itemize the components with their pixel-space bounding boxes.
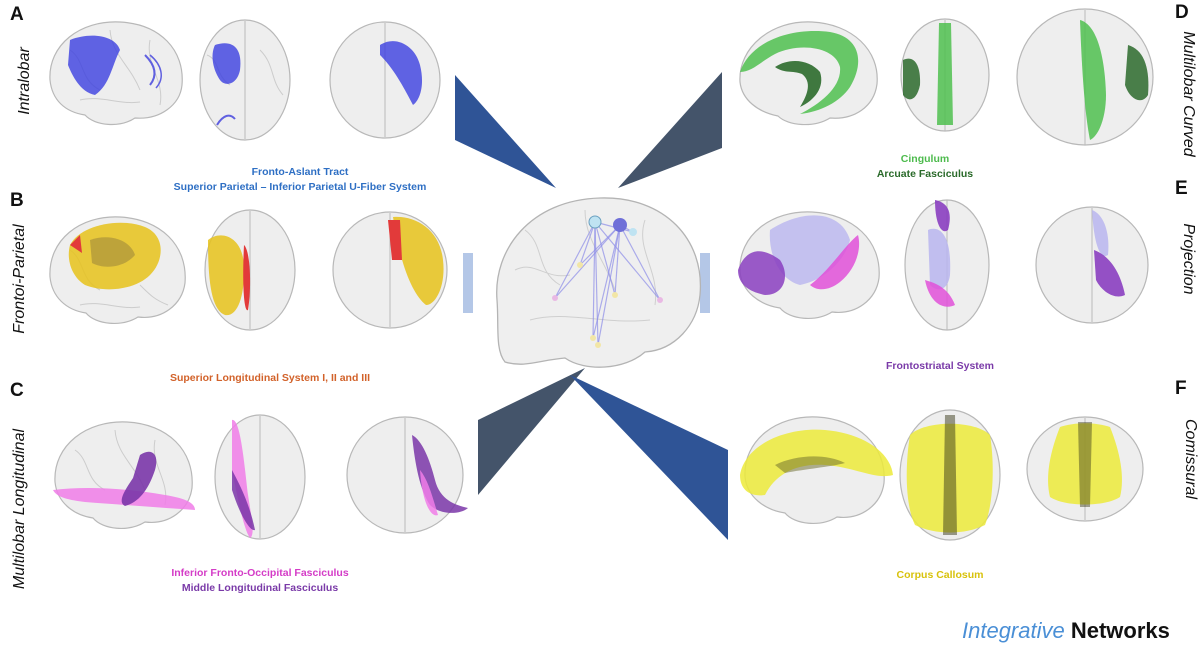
integrative-networks-title: Integrative Networks (962, 618, 1170, 644)
center-node-hub-2 (613, 218, 627, 232)
panel-f-label: Comissural (1182, 418, 1199, 499)
panel-a-dorsal-brain (199, 19, 291, 141)
panel-e-lateral-brain (738, 211, 880, 319)
center-connection-line (554, 221, 596, 299)
panel-e-frontal-brain (1035, 206, 1149, 324)
panel-c-lateral-brain (53, 421, 195, 529)
panel-b-caption-1: Superior Longitudinal System I, II and I… (169, 372, 371, 384)
panel-b-dorsal-brain (204, 209, 296, 331)
panel-c-caption-2: Middle Longitudinal Fasciculus (181, 582, 339, 594)
center-node-c (577, 262, 583, 268)
center-connection-line (579, 221, 596, 266)
panel-d-dorsal-brain (900, 18, 990, 132)
panel-a-lateral-brain (49, 21, 183, 125)
center-connection-line (619, 224, 661, 301)
title-word-integrative: Integrative (962, 618, 1065, 643)
center-connection-line (554, 224, 621, 299)
center-connection-line (594, 221, 616, 296)
panel-c-frontal-brain (346, 416, 468, 534)
panel-b-frontal-brain (332, 211, 448, 329)
panel-c-letter: C (10, 380, 24, 401)
panel-e-dorsal-brain (904, 199, 990, 331)
panel-f-letter: F (1175, 378, 1187, 399)
panel-e-letter: E (1175, 178, 1188, 199)
center-connection-lines (554, 221, 661, 346)
connector-b (463, 253, 473, 313)
center-node-hub (588, 215, 602, 229)
panel-d-caption-1: Cingulum (900, 153, 950, 165)
connector-d (618, 72, 722, 188)
panel-c-caption-1: Inferior Fronto-Occipital Fasciculus (171, 567, 349, 579)
panel-a-label: Intralobar (16, 47, 33, 115)
panel-b-letter: B (10, 190, 24, 211)
panel-a-caption-2: Superior Parietal – Inferior Parietal U-… (173, 181, 427, 193)
center-connection-line (579, 224, 621, 266)
center-brain-connectome (496, 197, 702, 368)
center-node-d (612, 292, 618, 298)
panel-a-caption-1: Fronto-Aslant Tract (251, 166, 349, 178)
center-connection-line (594, 221, 661, 301)
panel-f-caption-1: Corpus Callosum (896, 569, 984, 581)
center-connection-line (614, 224, 621, 296)
panel-b-label: Frontoi-Parietal (11, 224, 28, 334)
center-node-a (629, 228, 637, 236)
title-word-networks: Networks (1070, 618, 1170, 643)
panel-b-lateral-brain (49, 216, 186, 324)
center-connection-line (592, 224, 621, 339)
panel-d-letter: D (1175, 2, 1189, 23)
connector-a (455, 75, 556, 188)
panel-f-frontal-brain (1026, 416, 1144, 522)
panel-c-label: Multilobar Longitudinal (11, 428, 28, 590)
center-node-e (657, 297, 663, 303)
panel-a-frontal-brain (329, 21, 441, 139)
connector-c (478, 368, 585, 495)
panel-d-caption-2: Arcuate Fasciculus (876, 168, 974, 180)
panel-d-frontal-brain (1016, 8, 1154, 146)
panel-a-letter: A (10, 4, 24, 25)
connector-e (700, 253, 710, 313)
panel-f-dorsal-brain (899, 409, 1001, 541)
panel-f-lateral-brain (740, 416, 893, 524)
center-node-f (590, 335, 596, 341)
panel-c-dorsal-brain (214, 414, 306, 540)
panel-e-caption-1: Frontostriatal System (886, 360, 994, 372)
center-connection-line (594, 221, 599, 346)
panel-e-label: Projection (1180, 223, 1197, 295)
panel-d-label: Multilobar Curved (1180, 31, 1197, 157)
center-connection-line (597, 224, 621, 346)
center-node-b (552, 295, 558, 301)
connector-f (570, 375, 728, 540)
center-connection-line (592, 221, 596, 339)
panel-d-lateral-brain (739, 21, 878, 126)
center-node-g (595, 342, 601, 348)
